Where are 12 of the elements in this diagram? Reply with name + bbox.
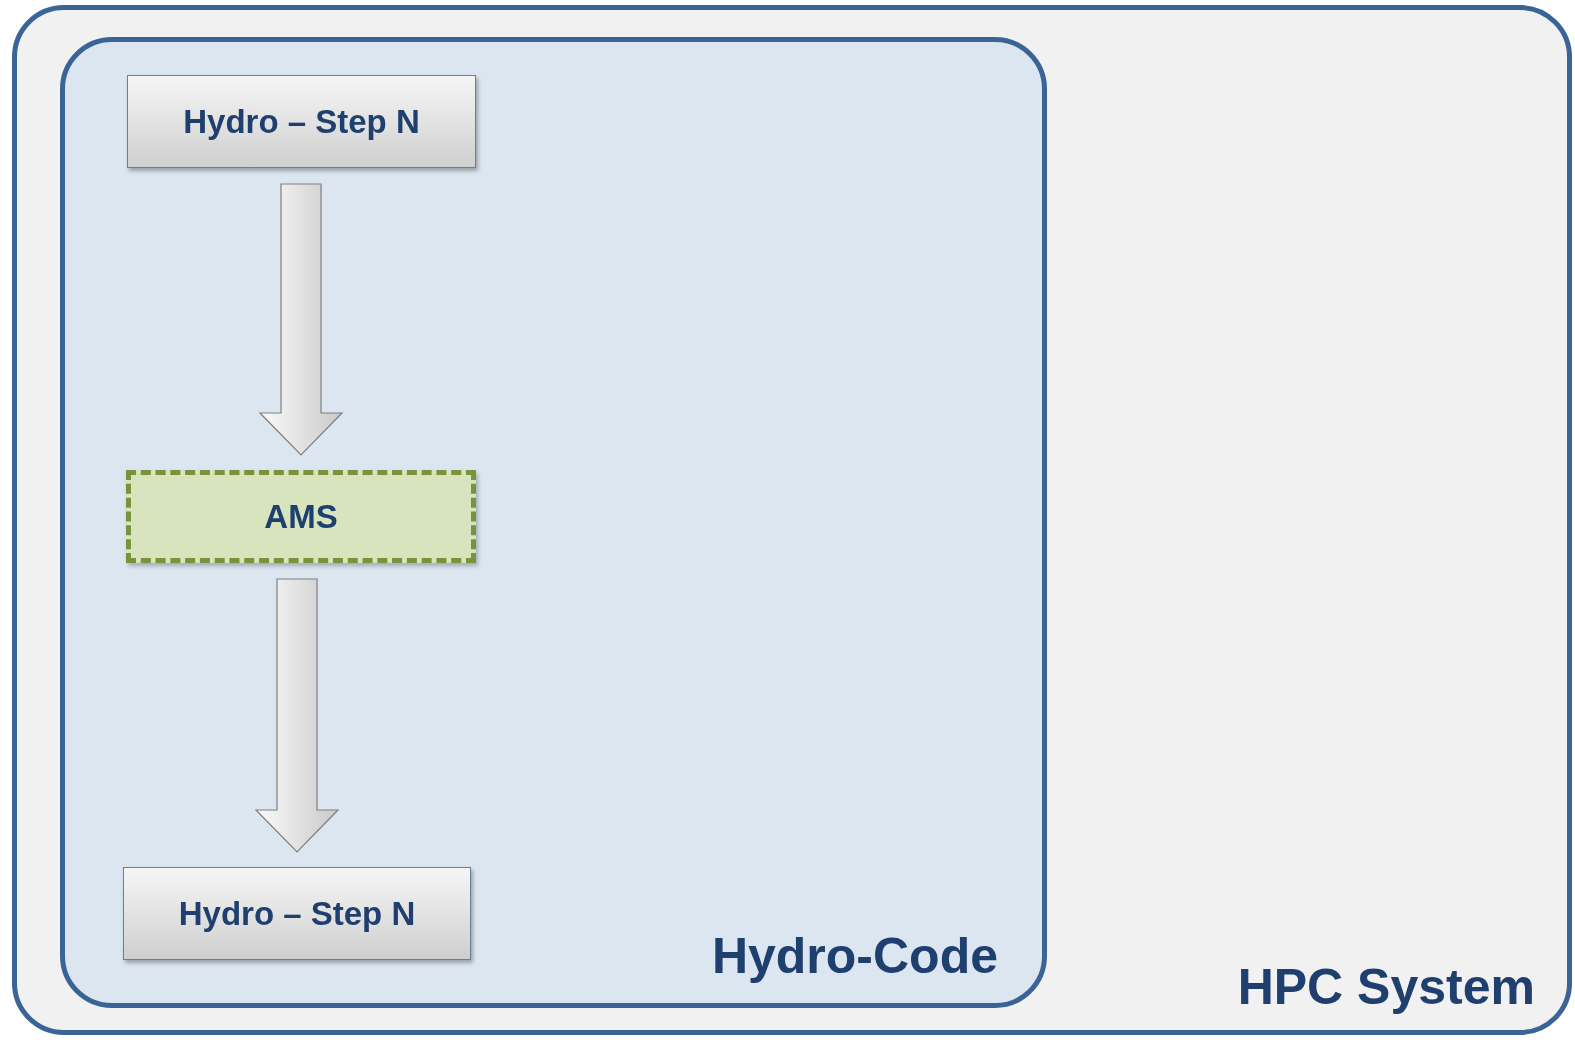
panel-title: HPC System	[1237, 958, 1535, 1016]
block-arrow	[254, 578, 340, 853]
box-label: AMS	[263, 496, 339, 537]
block-arrow	[258, 183, 344, 456]
panel-title: Hydro-Code	[711, 927, 998, 985]
process-box	[127, 75, 476, 168]
box-label: Hydro – Step N	[177, 893, 417, 934]
box-label: Hydro – Step N	[182, 101, 421, 142]
process-box	[123, 867, 471, 960]
system-panel	[12, 5, 1572, 1035]
process-box	[126, 470, 476, 563]
code-panel	[60, 37, 1047, 1008]
